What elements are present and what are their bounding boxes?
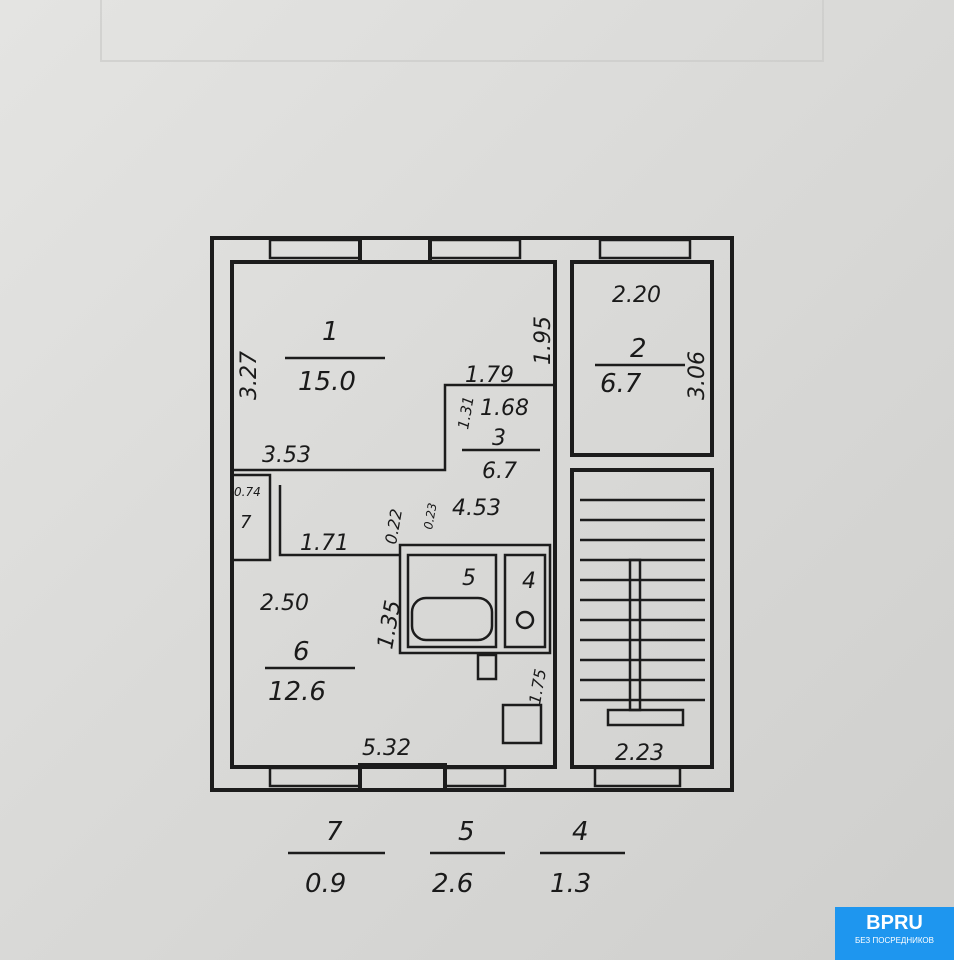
room-2-number: 2 <box>630 334 647 364</box>
dim-label: 4 <box>522 569 536 594</box>
dim-label: 2.50 <box>260 591 309 616</box>
dim-label: 1.95 <box>531 316 556 365</box>
dim-label: 0.23 <box>421 502 439 531</box>
dim-label: 2.20 <box>612 283 661 308</box>
room-3-area: 6.7 <box>482 459 517 484</box>
faint-header-frame <box>100 0 824 62</box>
dim-label: 3.27 <box>237 351 262 400</box>
room-1-number: 1 <box>322 317 339 347</box>
room-6-number: 6 <box>293 637 310 667</box>
dim-label: 1.75 <box>525 667 550 705</box>
room-dividers <box>265 356 685 855</box>
legend-area: 2.6 <box>432 869 473 899</box>
dim-label: 2.23 <box>615 741 664 766</box>
windows <box>268 236 692 792</box>
legend-number: 4 <box>572 817 589 847</box>
legend-number: 7 <box>326 817 343 847</box>
dim-label: 1.71 <box>300 531 349 556</box>
dim-label: 4.53 <box>452 496 501 521</box>
bpru-logo: BPRU <box>866 912 923 934</box>
bpru-badge[interactable]: BPRU БЕЗ ПОСРЕДНИКОВ <box>835 907 954 960</box>
bpru-subtitle: БЕЗ ПОСРЕДНИКОВ <box>855 936 934 945</box>
dim-label: 7 <box>240 512 252 533</box>
dim-label: 5.32 <box>362 736 411 761</box>
legend-area: 1.3 <box>550 869 591 899</box>
walls <box>210 236 734 792</box>
dim-label: 1.79 <box>465 363 514 388</box>
dim-label: 0.74 <box>234 485 261 499</box>
room-6-area: 12.6 <box>268 677 326 707</box>
room-1-area: 15.0 <box>298 367 356 397</box>
dim-label: 1.68 <box>480 396 529 421</box>
dim-label: 1.35 <box>373 598 406 651</box>
room-2-area: 6.7 <box>600 369 642 399</box>
dim-label: 3.53 <box>262 443 311 468</box>
dim-label: 5 <box>462 566 476 591</box>
dim-label: 1.31 <box>454 395 478 431</box>
dim-label: 0.22 <box>381 507 406 545</box>
dim-label: 3.06 <box>685 351 710 400</box>
legend-area: 0.9 <box>305 869 346 899</box>
legend-number: 5 <box>458 817 475 847</box>
room-3-number: 3 <box>492 426 506 451</box>
staircase <box>580 498 705 727</box>
